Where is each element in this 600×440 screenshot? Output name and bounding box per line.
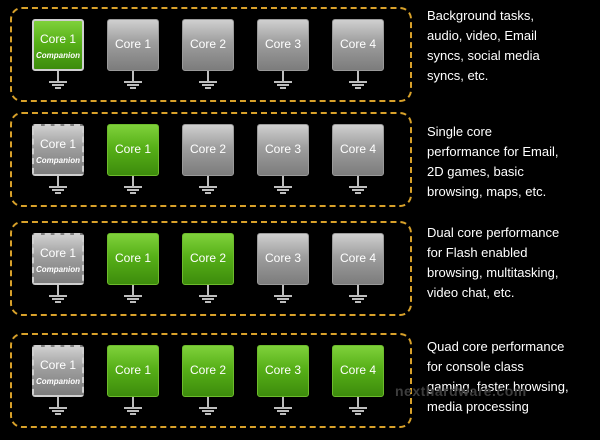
chip-label: Core 4 [339, 142, 377, 156]
chip-label: Core 1 [39, 246, 77, 260]
ground-icon [273, 71, 293, 89]
chip-sub-label: Companion [36, 156, 80, 165]
ground-icon [198, 71, 218, 89]
chip-sub-label: Companion [36, 265, 80, 274]
chip-sub-label: Companion [36, 51, 80, 60]
chip-label: Core 3 [264, 37, 302, 51]
chip-core-2: Core 2 [182, 19, 234, 71]
ground-icon [48, 71, 68, 89]
chip-core-4: Core 4 [332, 124, 384, 176]
chip-label: Core 2 [189, 363, 227, 377]
ground-icon [348, 285, 368, 303]
ground-icon [48, 397, 68, 415]
mode-description: Single core performance for Email, 2D ga… [427, 124, 559, 199]
mode-row-quad-core: Core 1 Companion Core 1 Core 2 Core 3 Co… [10, 333, 412, 428]
ground-icon [123, 285, 143, 303]
chip-companion-core: Core 1 Companion [32, 233, 84, 285]
chip-core-1: Core 1 [107, 124, 159, 176]
chip-label: Core 1 [114, 251, 152, 265]
mode-description: Dual core performance for Flash enabled … [427, 225, 560, 300]
mode-description: Quad core performance for console class … [427, 339, 569, 414]
chip-core-1: Core 1 [107, 233, 159, 285]
ground-icon [48, 176, 68, 194]
ground-icon [48, 285, 68, 303]
chip-core-4: Core 4 [332, 345, 384, 397]
mode-row-single-core: Core 1 Companion Core 1 Core 2 Core 3 Co… [10, 112, 412, 207]
chip-label: Core 1 [39, 137, 77, 151]
chip-companion-core: Core 1 Companion [32, 124, 84, 176]
chip-sub-label: Companion [36, 377, 80, 386]
chip-core-3: Core 3 [257, 124, 309, 176]
chip-core-4: Core 4 [332, 19, 384, 71]
chip-label: Core 1 [114, 142, 152, 156]
chip-label: Core 2 [189, 251, 227, 265]
watermark: nexthardware.com [395, 383, 527, 399]
chip-core-1: Core 1 [107, 345, 159, 397]
ground-icon [198, 176, 218, 194]
chip-core-4: Core 4 [332, 233, 384, 285]
ground-icon [273, 285, 293, 303]
ground-icon [273, 397, 293, 415]
ground-icon [348, 176, 368, 194]
chip-label: Core 2 [189, 142, 227, 156]
ground-icon [348, 397, 368, 415]
chip-label: Core 4 [339, 363, 377, 377]
chip-label: Core 4 [339, 251, 377, 265]
chip-companion-core: Core 1 Companion [32, 345, 84, 397]
chip-label: Core 3 [264, 142, 302, 156]
chip-label: Core 2 [189, 37, 227, 51]
chip-core-2: Core 2 [182, 233, 234, 285]
ground-icon [198, 285, 218, 303]
chip-core-2: Core 2 [182, 345, 234, 397]
chip-label: Core 1 [39, 32, 77, 46]
chip-label: Core 1 [114, 363, 152, 377]
chip-label: Core 4 [339, 37, 377, 51]
ground-icon [123, 176, 143, 194]
chip-label: Core 3 [264, 363, 302, 377]
chip-label: Core 1 [114, 37, 152, 51]
ground-icon [123, 397, 143, 415]
chip-core-2: Core 2 [182, 124, 234, 176]
ground-icon [348, 71, 368, 89]
mode-row-companion: Core 1 Companion Core 1 Core 2 Core 3 Co… [10, 7, 412, 102]
chip-core-3: Core 3 [257, 345, 309, 397]
chip-core-1: Core 1 [107, 19, 159, 71]
chip-label: Core 3 [264, 251, 302, 265]
chip-companion-core: Core 1 Companion [32, 19, 84, 71]
chip-label: Core 1 [39, 358, 77, 372]
chip-core-3: Core 3 [257, 233, 309, 285]
chip-core-3: Core 3 [257, 19, 309, 71]
mode-row-dual-core: Core 1 Companion Core 1 Core 2 Core 3 Co… [10, 221, 412, 316]
mode-description: Background tasks, audio, video, Email sy… [427, 8, 540, 83]
ground-icon [198, 397, 218, 415]
ground-icon [273, 176, 293, 194]
ground-icon [123, 71, 143, 89]
